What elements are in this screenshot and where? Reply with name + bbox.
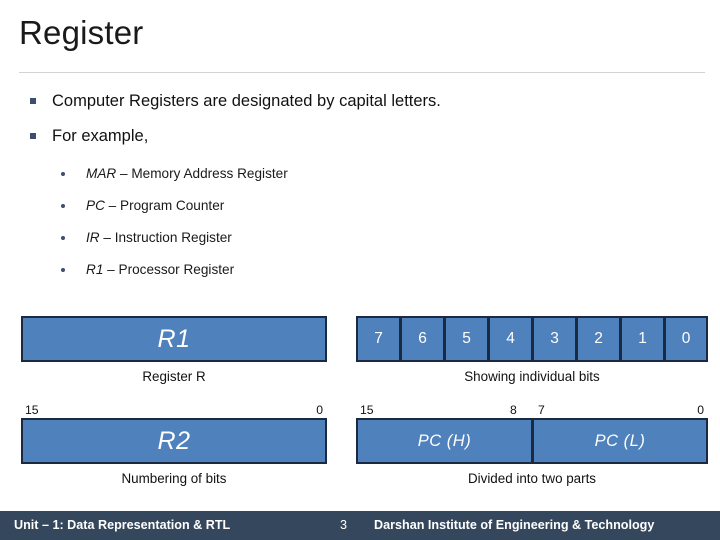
register-r1-group: R1 Register R [21, 316, 327, 386]
square-bullet-icon [30, 133, 36, 139]
separator: – [104, 198, 121, 213]
register-diagram: R1 Register R 7 6 5 4 3 2 1 0 Showing in… [0, 300, 720, 505]
register-r2-group: 15 0 R2 Numbering of bits [21, 402, 327, 488]
bit-cells-caption: Showing individual bits [464, 369, 600, 384]
pc-low-index-left: 7 [538, 403, 545, 417]
bullet-list: Computer Registers are designated by cap… [0, 84, 720, 286]
slide-footer: Unit – 1: Data Representation & RTL 3 Da… [0, 511, 720, 540]
round-bullet-icon [61, 172, 65, 176]
register-expansion: Instruction Register [114, 230, 232, 245]
bullet-item-1: For example, [0, 119, 720, 154]
round-bullet-icon [61, 236, 65, 240]
sub-bullet-item-r1: R1 – Processor Register [0, 254, 720, 286]
round-bullet-icon [61, 204, 65, 208]
bit-cell: 7 [356, 316, 400, 362]
pc-low-box: PC (L) [532, 418, 708, 464]
program-counter-index-labels: 15 8 7 0 [356, 402, 708, 418]
register-abbreviation: PC [86, 198, 105, 213]
register-expansion: Program Counter [120, 198, 225, 213]
sub-bullet-item-pc: PC – Program Counter [0, 190, 720, 222]
bit-cell: 3 [532, 316, 576, 362]
bit-cell: 4 [488, 316, 532, 362]
page-title: Register [19, 14, 144, 51]
register-r1-caption: Register R [142, 369, 206, 384]
pc-high-index-left: 15 [360, 403, 374, 417]
register-r2-box: R2 [21, 418, 327, 464]
bit-cell: 5 [444, 316, 488, 362]
pc-high-box: PC (H) [356, 418, 532, 464]
footer-organization-label: Darshan Institute of Engineering & Techn… [374, 518, 655, 532]
square-bullet-icon [30, 98, 36, 104]
round-bullet-icon [61, 268, 65, 272]
register-r2-index-labels: 15 0 [21, 402, 327, 418]
separator: – [99, 230, 115, 245]
bit-cell: 0 [664, 316, 708, 362]
program-counter-row: PC (H) PC (L) [356, 418, 708, 464]
bullet-text: Computer Registers are designated by cap… [52, 92, 441, 110]
bit-cell-row: 7 6 5 4 3 2 1 0 [356, 316, 708, 362]
bullet-item-0: Computer Registers are designated by cap… [0, 84, 720, 119]
bit-cell: 2 [576, 316, 620, 362]
pc-low-index-right: 0 [697, 403, 704, 417]
bit-cells-group: 7 6 5 4 3 2 1 0 Showing individual bits [356, 316, 708, 386]
sub-bullet-list: MAR – Memory Address Register PC – Progr… [0, 158, 720, 286]
title-divider [19, 72, 705, 73]
bit-index-right: 0 [316, 403, 323, 417]
bit-cell: 6 [400, 316, 444, 362]
program-counter-caption: Divided into two parts [467, 471, 596, 486]
register-expansion: Memory Address Register [131, 166, 288, 181]
sub-bullet-item-mar: MAR – Memory Address Register [0, 158, 720, 190]
bit-cell: 1 [620, 316, 664, 362]
sub-bullet-item-ir: IR – Instruction Register [0, 222, 720, 254]
pc-high-index-right: 8 [510, 403, 517, 417]
register-abbreviation: MAR [86, 166, 117, 181]
footer-unit-label: Unit – 1: Data Representation & RTL [14, 518, 231, 532]
bullet-text: For example, [52, 127, 149, 145]
program-counter-group: 15 8 7 0 PC (H) PC (L) Divided into two … [356, 402, 708, 488]
separator: – [103, 262, 119, 277]
register-abbreviation: R1 [86, 262, 104, 277]
register-r1-box: R1 [21, 316, 327, 362]
footer-page-number: 3 [340, 518, 348, 532]
register-expansion: Processor Register [118, 262, 235, 277]
bit-index-left: 15 [25, 403, 39, 417]
separator: – [116, 166, 132, 181]
register-r2-caption: Numbering of bits [121, 471, 227, 486]
register-abbreviation: IR [86, 230, 100, 245]
